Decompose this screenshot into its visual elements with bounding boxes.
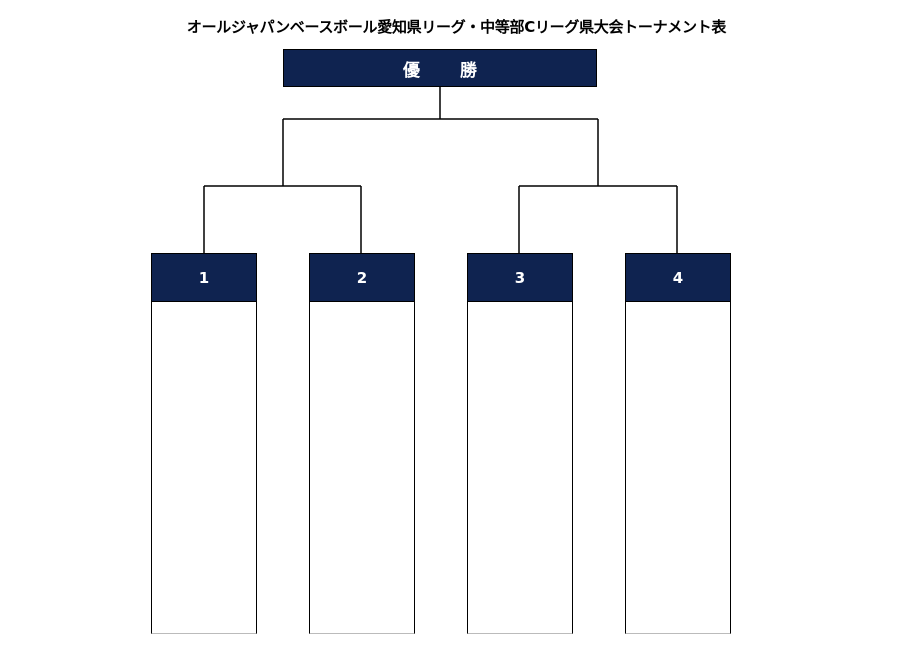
team-entry-area [468,302,572,634]
team-slot-1: 1 [151,253,257,634]
team-slot-4: 4 [625,253,731,634]
winner-box: 優勝 [283,49,597,87]
team-entry-area [152,302,256,634]
team-number: 4 [626,254,730,302]
team-entry-area [310,302,414,634]
team-number: 2 [310,254,414,302]
team-number: 3 [468,254,572,302]
team-slot-3: 3 [467,253,573,634]
team-number: 1 [152,254,256,302]
team-entry-area [626,302,730,634]
team-slot-2: 2 [309,253,415,634]
page-title: オールジャパンベースボール愛知県リーグ・中等部Cリーグ県大会トーナメント表 [186,18,727,36]
